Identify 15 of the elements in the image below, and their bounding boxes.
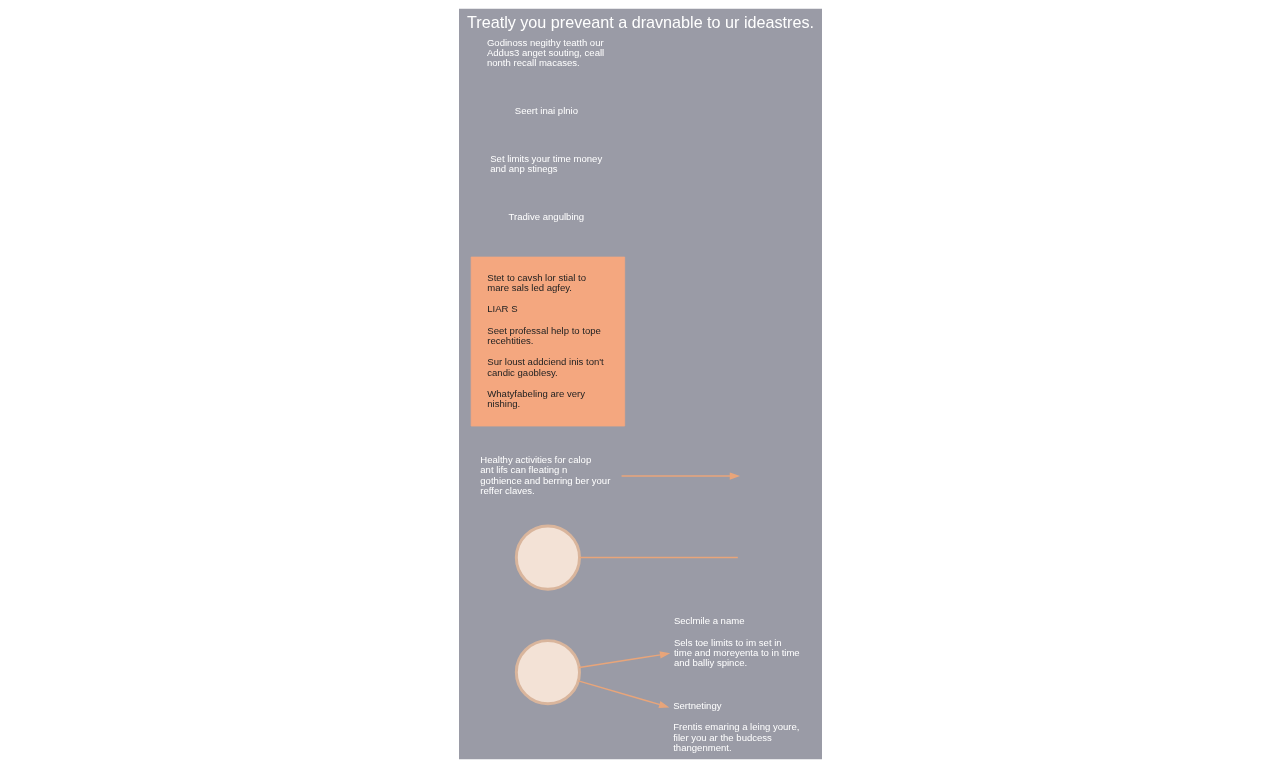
node-circle [514,524,581,591]
label: Godinoss negithy teatth our Addus3 anget souting, ceall nonth recall macases. [486,36,604,69]
connector [578,556,739,559]
label: Seert inai plnio [514,105,578,117]
arrow [577,680,669,708]
node-text: Seclmile a name Sels toe limits to im set in time and moreyenta to in time and balliy spince. [673,615,800,669]
node-circle [514,639,581,706]
label: Tradive angulbing [508,210,584,222]
diagram-title: Treatly you preveant a dravnable to ur ideastres. [466,12,814,31]
label: Set limits your time money and anp stinegs [489,152,602,175]
node-text: Sertnetingy Frentis emaring a leing youre, filer you ar the budcess thangenment. [672,699,799,753]
node-text: Healthy activities for calop ant lifs can fleating n gothience and berring ber your reffer claves. [479,454,610,496]
arrow [578,651,670,669]
node-box: Stet to cavsh lor stial to mare sals led agfey. LIAR S Seet professal help to tope recehtities. Sur loust addciend inis ton't candic gaoblesy. Whatyfabeling are very nishing. [470,256,625,427]
arrow [620,472,740,480]
